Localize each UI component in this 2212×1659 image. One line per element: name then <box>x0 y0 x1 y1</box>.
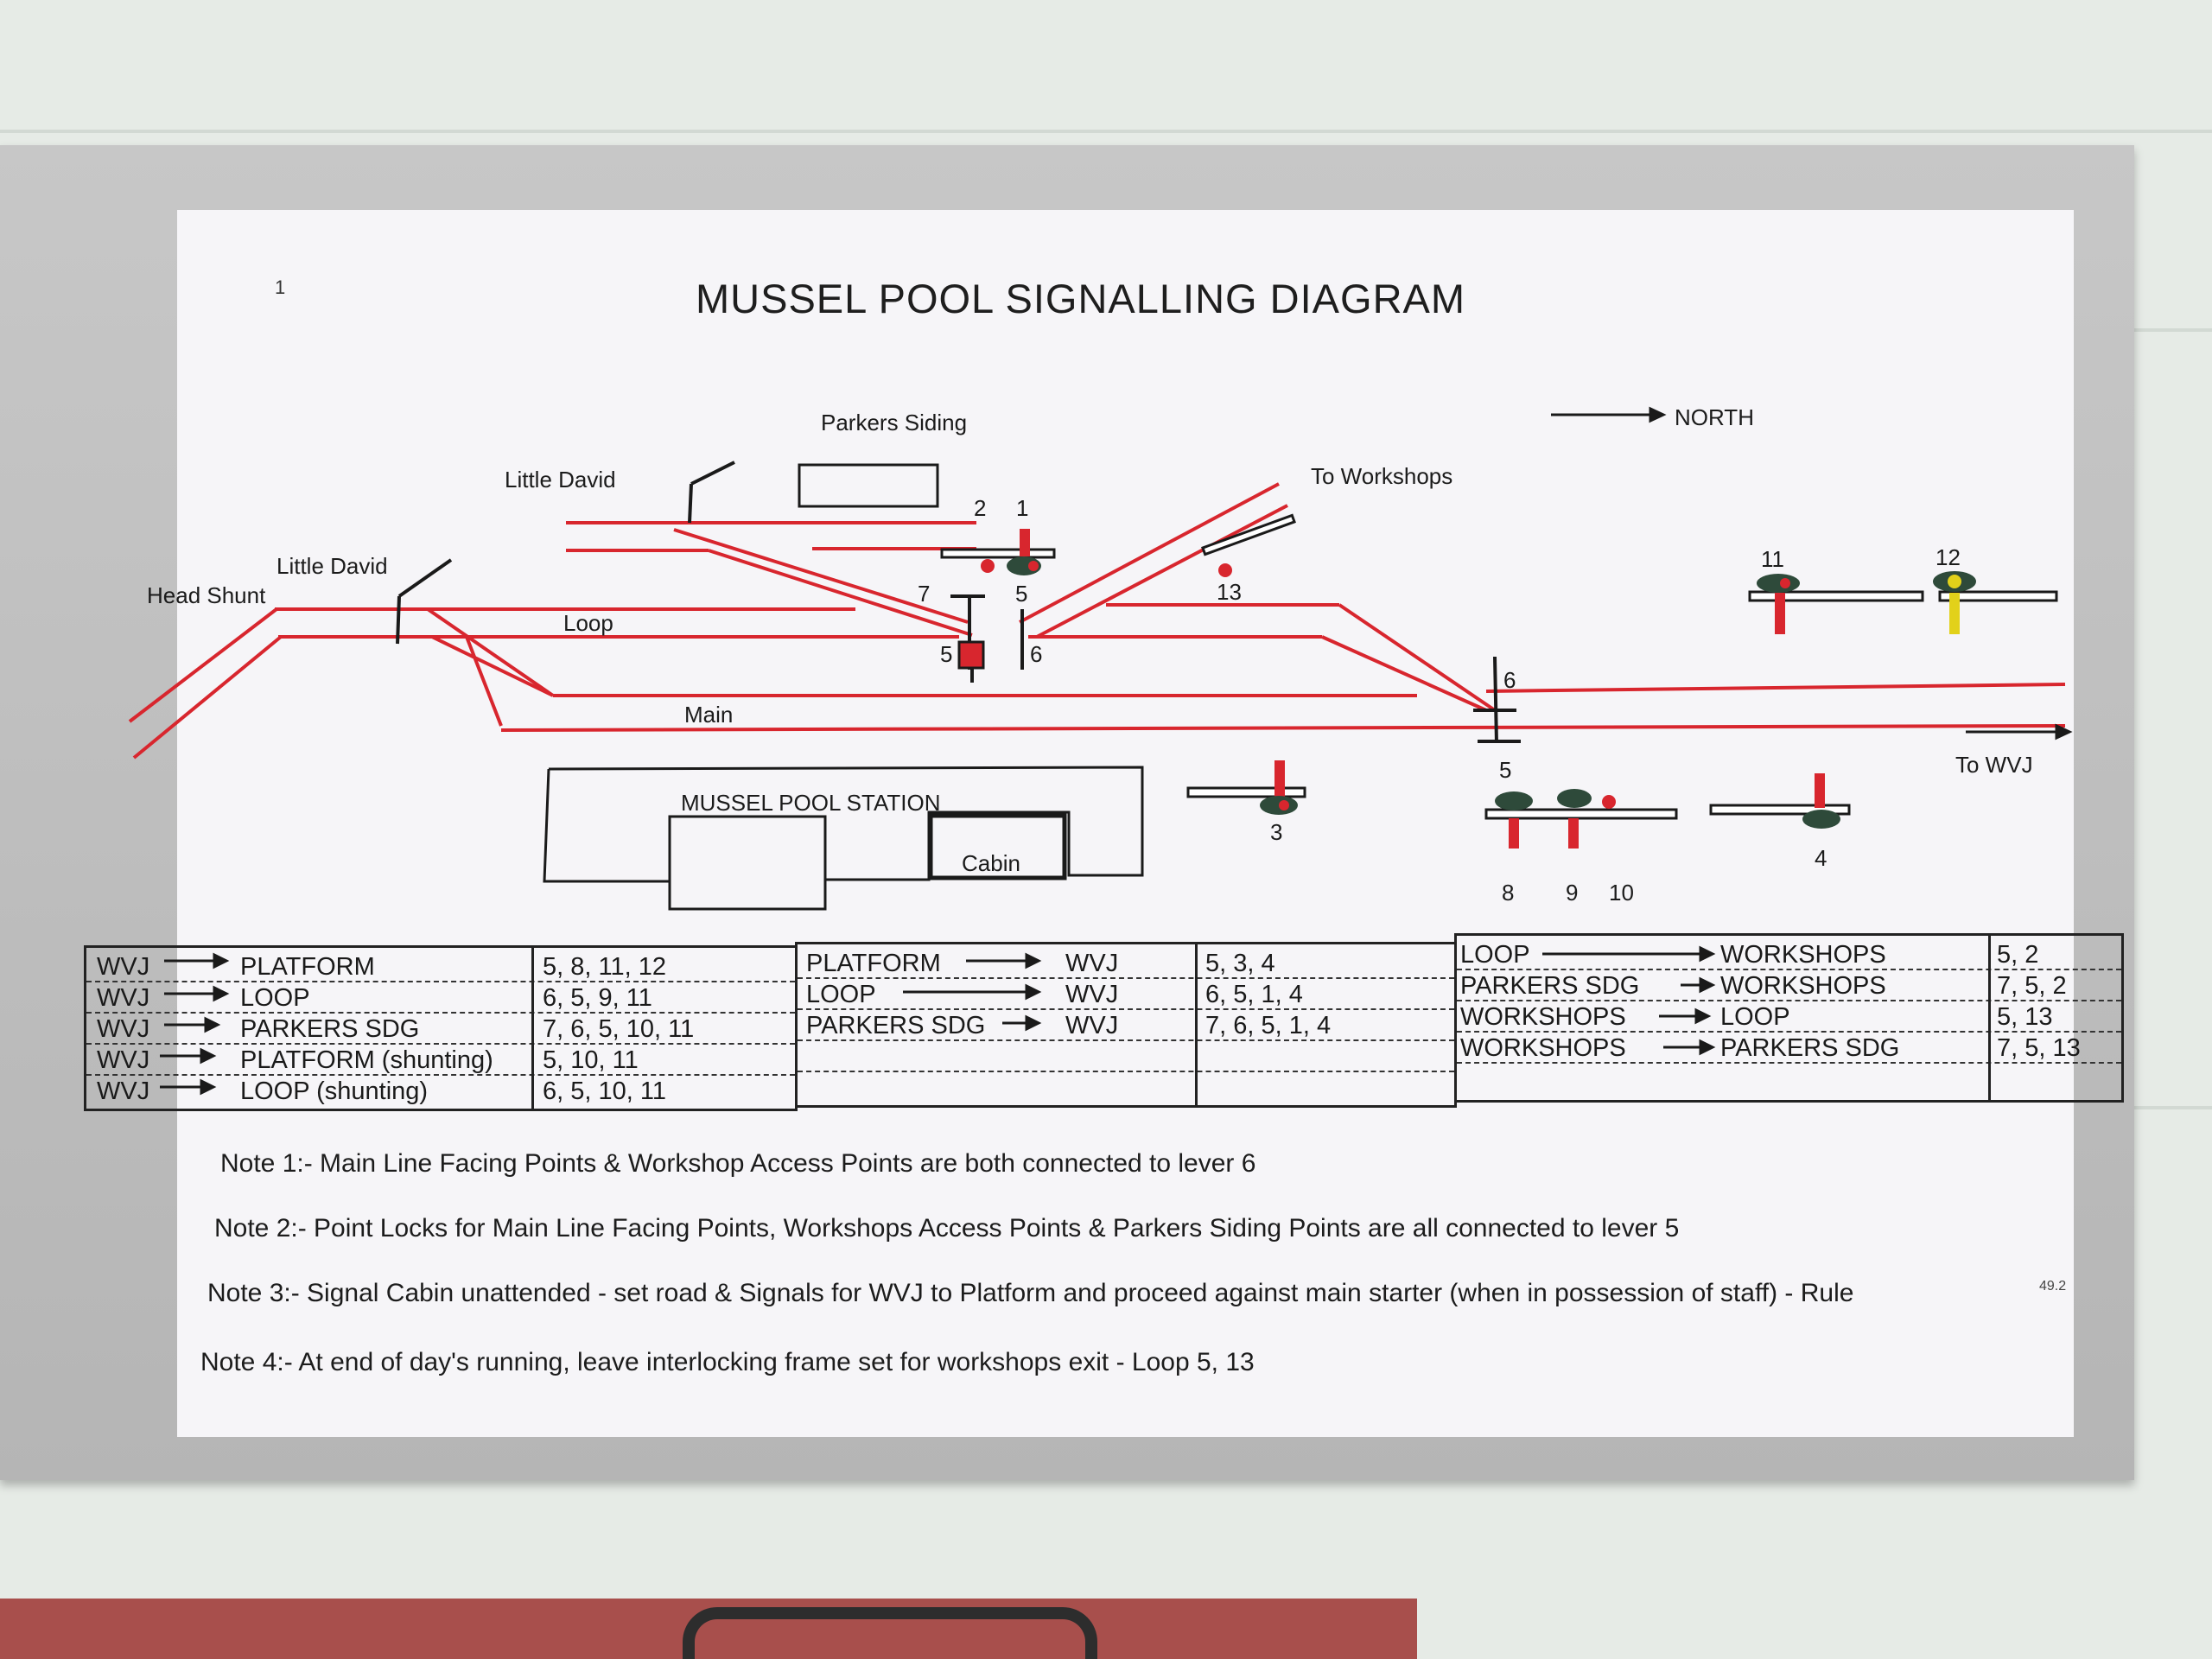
parkers-siding-label: Parkers Siding <box>821 410 968 435</box>
table-cell: 7, 6, 5, 1, 4 <box>1205 1012 1332 1039</box>
table-cell: WVJ <box>97 1077 150 1105</box>
table-cell: 7, 5, 13 <box>1997 1034 2081 1062</box>
lever-number: 6 <box>1030 641 1043 667</box>
table-cell: 5, 2 <box>1997 941 2039 969</box>
signal-heads <box>957 529 1976 849</box>
table-cell: PARKERS SDG <box>1460 972 1640 1000</box>
signal-bars <box>940 513 2058 820</box>
note-2: Note 2:- Point Locks for Main Line Facin… <box>214 1214 1680 1243</box>
wall-plank <box>0 130 2212 133</box>
table-cell: 7, 5, 2 <box>1997 972 2067 1000</box>
table-cell: PLATFORM <box>240 953 375 981</box>
lever-number: 5 <box>940 641 953 667</box>
table-cell: LOOP <box>806 981 876 1008</box>
signal-posts <box>396 461 1521 744</box>
stamp: 49.2 <box>2039 1279 2067 1294</box>
track-lines <box>128 482 2066 760</box>
table-cell: 5, 10, 11 <box>543 1046 639 1074</box>
table-cell: 6, 5, 9, 11 <box>543 984 652 1012</box>
main-label: Main <box>684 702 734 728</box>
table-cell: WVJ <box>97 1015 150 1043</box>
lever-number: 6 <box>1503 667 1516 693</box>
table-cell: 7, 6, 5, 10, 11 <box>543 1015 695 1043</box>
lever-number: 5 <box>1015 581 1028 607</box>
little-david-upper-label: Little David <box>505 467 616 493</box>
diagram-board <box>177 210 2074 1437</box>
lever-number: 1 <box>1016 495 1029 521</box>
table-cell: LOOP <box>240 984 310 1012</box>
page-title: MUSSEL POOL SIGNALLING DIAGRAM <box>696 276 1466 321</box>
to-wvj-label: To WVJ <box>1955 752 2033 778</box>
little-david-lower-label: Little David <box>276 553 388 579</box>
table-cell: WORKSHOPS <box>1720 972 1886 1000</box>
route-table-3: LOOP WORKSHOPS 5, 2 PARKERS SDG WORKSHOP… <box>1454 933 2124 1103</box>
lever-number: 12 <box>1936 544 1961 570</box>
lever-number: 13 <box>1217 579 1242 605</box>
table-cell: PLATFORM <box>806 950 941 977</box>
head-shunt-label: Head Shunt <box>147 582 266 608</box>
table-cell: PARKERS SDG <box>806 1012 986 1039</box>
table-cell: 6, 5, 1, 4 <box>1205 981 1303 1008</box>
page-number: 1 <box>275 276 286 298</box>
table-cell: 5, 3, 4 <box>1205 950 1275 977</box>
table-cell: LOOP <box>1720 1003 1790 1031</box>
lever-number: 4 <box>1815 845 1827 871</box>
lever-number: 11 <box>1761 546 1784 572</box>
direction-arrows <box>1551 406 2073 741</box>
route-table-2: PLATFORM WVJ 5, 3, 4 LOOP WVJ 6, 5, 1, 4… <box>795 942 1457 1108</box>
table-cell: WVJ <box>97 984 150 1012</box>
table-cell: 6, 5, 10, 11 <box>543 1077 666 1105</box>
table-cell: WORKSHOPS <box>1460 1003 1626 1031</box>
note-3: Note 3:- Signal Cabin unattended - set r… <box>207 1279 1854 1307</box>
table-cell: WVJ <box>1065 981 1119 1008</box>
station-label: MUSSEL POOL STATION <box>681 790 941 816</box>
lever-number: 3 <box>1270 819 1283 845</box>
station-building <box>543 766 1144 911</box>
parkers-siding-building <box>798 463 939 508</box>
table-cell: WVJ <box>97 1046 150 1074</box>
table-cell: PARKERS SDG <box>1720 1034 1900 1062</box>
bench-handle <box>683 1607 1097 1659</box>
note-4: Note 4:- At end of day's running, leave … <box>200 1348 1255 1376</box>
lever-number: 5 <box>1499 757 1512 783</box>
table-cell: WORKSHOPS <box>1720 941 1886 969</box>
table-cell: WVJ <box>97 953 150 981</box>
table-cell: LOOP <box>1460 941 1530 969</box>
lever-number: 10 <box>1609 880 1634 906</box>
table-cell: WVJ <box>1065 1012 1119 1039</box>
table-cell: 5, 8, 11, 12 <box>543 953 666 981</box>
table-cell: LOOP (shunting) <box>240 1077 429 1105</box>
north-label: NORTH <box>1675 404 1754 430</box>
table-cell: WVJ <box>1065 950 1119 977</box>
lever-number: 2 <box>974 495 987 521</box>
to-workshops-label: To Workshops <box>1311 463 1453 489</box>
cabin-label: Cabin <box>962 850 1020 876</box>
table-cell: PLATFORM (shunting) <box>240 1046 493 1074</box>
table-cell: PARKERS SDG <box>240 1015 420 1043</box>
table-cell: WORKSHOPS <box>1460 1034 1626 1062</box>
lever-number: 7 <box>918 581 931 607</box>
loop-label: Loop <box>563 610 613 636</box>
table-cell: 5, 13 <box>1997 1003 2053 1031</box>
route-table-1: WVJ PLATFORM 5, 8, 11, 12 WVJ LOOP 6, 5,… <box>84 945 798 1111</box>
lever-number: 8 <box>1502 880 1515 906</box>
note-1: Note 1:- Main Line Facing Points & Works… <box>220 1149 1256 1178</box>
lever-number: 9 <box>1566 880 1579 906</box>
